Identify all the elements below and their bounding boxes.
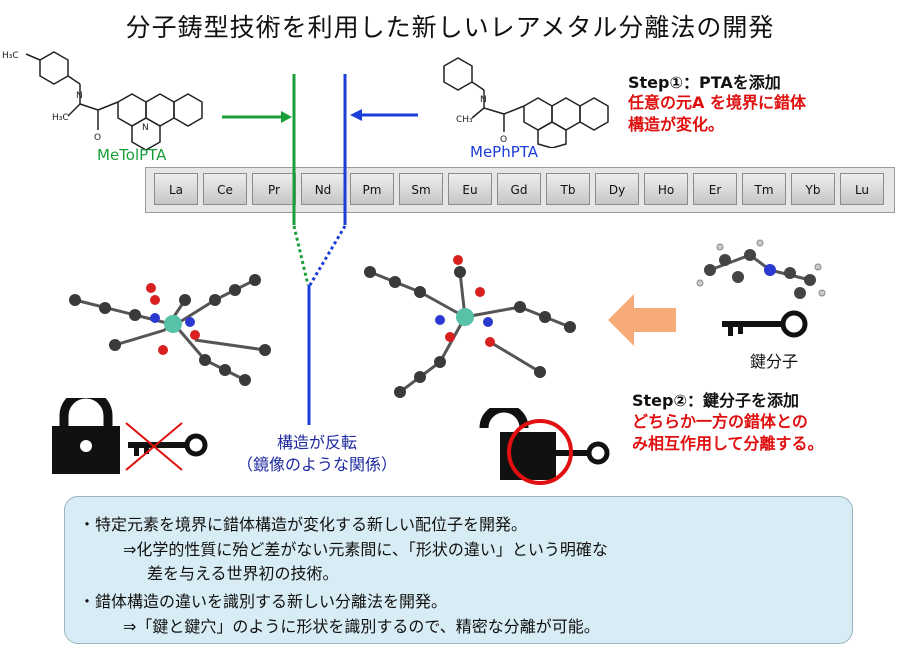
element-cell: Pr bbox=[252, 173, 296, 205]
summary-line: ⇒化学的性質に殆ど差がない元素間に、「形状の違い」という明確な bbox=[123, 540, 608, 559]
step1-line1: 任意の元A を境界に錯体 bbox=[628, 93, 806, 112]
blue-arrowhead bbox=[350, 109, 362, 121]
locked-padlock-icon bbox=[52, 398, 208, 474]
right-complex-model bbox=[364, 255, 576, 398]
summary-line: ・特定元素を境界に錯体構造が変化する新しい配位子を開発。 bbox=[79, 515, 528, 534]
inversion-line2: （鏡像のような関係） bbox=[236, 455, 397, 474]
element-cell: Pm bbox=[350, 173, 394, 205]
element-cell: Sm bbox=[399, 173, 443, 205]
green-dotted-line bbox=[292, 225, 310, 286]
svg-text:O: O bbox=[94, 133, 101, 143]
step2-line2: み相互作用して分離する。 bbox=[632, 434, 824, 453]
mephpta-structure: CH₃ N O bbox=[443, 57, 609, 148]
inversion-label: 構造が反転 （鏡像のような関係） bbox=[232, 432, 402, 476]
metal-center bbox=[164, 315, 182, 333]
lanthanide-row: La Ce Pr Nd Pm Sm Eu Gd Tb Dy Ho Er Tm Y… bbox=[145, 167, 895, 213]
element-cell: Er bbox=[693, 173, 737, 205]
element-cell: La bbox=[154, 173, 198, 205]
element-cell: Tb bbox=[546, 173, 590, 205]
element-cell: Gd bbox=[497, 173, 541, 205]
mephpta-label: MePhPTA bbox=[470, 143, 539, 161]
element-cell: Ce bbox=[203, 173, 247, 205]
summary-line: ⇒「鍵と鍵穴」のように形状を識別するので、精密な分離が可能。 bbox=[123, 617, 600, 636]
element-cell: Tm bbox=[742, 173, 786, 205]
svg-text:N: N bbox=[480, 95, 487, 105]
element-cell: Ho bbox=[644, 173, 688, 205]
green-arrowhead bbox=[281, 111, 292, 123]
page-title: 分子鋳型技術を利用した新しいレアメタル分離法の開発 bbox=[125, 13, 775, 42]
step1-line2: 構造が変化。 bbox=[628, 115, 725, 134]
summary-line: ・錯体構造の違いを識別する新しい分離法を開発。 bbox=[79, 592, 448, 611]
svg-text:H₃C: H₃C bbox=[2, 51, 19, 61]
step2-line1: どちらか一方の錯体との bbox=[632, 412, 808, 431]
inversion-line1: 構造が反転 bbox=[276, 433, 357, 452]
step1-heading: Step①：PTAを添加 bbox=[628, 73, 781, 92]
svg-text:N: N bbox=[142, 123, 149, 133]
element-cell: Dy bbox=[595, 173, 639, 205]
metal-center bbox=[456, 308, 474, 326]
step2-description: どちらか一方の錯体との み相互作用して分離する。 bbox=[632, 411, 824, 455]
summary-line: 差を与える世界初の技術。 bbox=[147, 564, 339, 583]
left-complex-model bbox=[69, 274, 271, 386]
element-cell: Lu bbox=[840, 173, 884, 205]
svg-text:CH₃: CH₃ bbox=[456, 115, 473, 125]
key-icon bbox=[722, 310, 808, 338]
element-cell: Eu bbox=[448, 173, 492, 205]
key-molecule-label: 鍵分子 bbox=[750, 352, 799, 371]
svg-text:O: O bbox=[500, 135, 507, 145]
metolpta-label: MeTolPTA bbox=[97, 146, 167, 164]
step1-description: 任意の元A を境界に錯体 構造が変化。 bbox=[628, 92, 806, 136]
orange-arrow bbox=[608, 294, 676, 346]
step2-heading: Step②：鍵分子を添加 bbox=[632, 391, 800, 410]
unlocked-padlock-icon bbox=[479, 408, 610, 485]
summary-box: ・特定元素を境界に錯体構造が変化する新しい配位子を開発。 ⇒化学的性質に殆ど差が… bbox=[64, 496, 853, 644]
element-cell: Yb bbox=[791, 173, 835, 205]
key-molecule-model bbox=[696, 239, 826, 299]
svg-text:H₃C: H₃C bbox=[52, 113, 69, 123]
svg-text:N: N bbox=[76, 91, 83, 101]
metolpta-structure: H₃C H₃C N O N bbox=[2, 51, 203, 151]
